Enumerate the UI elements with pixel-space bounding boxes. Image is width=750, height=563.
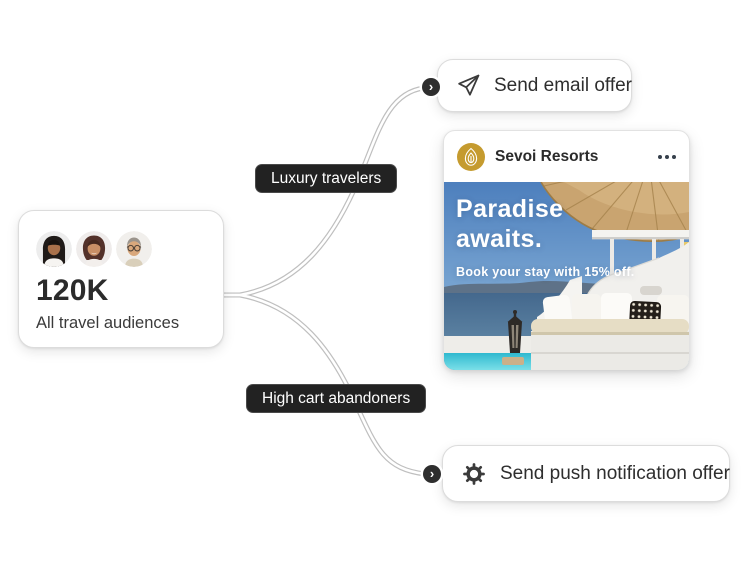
resort-photo: Paradise awaits. Book your stay with 15%… (444, 182, 689, 370)
avatar-woman-brown-hair (76, 231, 112, 267)
ad-card-header: Sevoi Resorts (444, 131, 689, 182)
chevron-right-icon: › (428, 79, 434, 94)
send-email-offer-node[interactable]: Send email offer (437, 59, 632, 112)
audience-label: All travel audiences (36, 314, 180, 332)
straw-umbrella (540, 182, 689, 243)
paper-plane-icon (456, 73, 481, 98)
audience-avatars (36, 231, 207, 267)
gear-icon (461, 461, 487, 487)
lantern (507, 310, 523, 353)
ad-copy: Paradise awaits. Book your stay with 15%… (456, 194, 635, 279)
sevoi-resorts-logo-icon (457, 142, 485, 171)
chevron-right-icon: › (429, 466, 435, 481)
ad-subhead: Book your stay with 15% off. (456, 265, 635, 279)
email-node-connector-chevron[interactable]: › (422, 78, 440, 96)
branch-badge-luxury-travelers[interactable]: Luxury travelers (255, 164, 398, 193)
daybed (531, 293, 689, 370)
wall-niche (640, 286, 662, 295)
sevoi-ad-preview-card: Sevoi Resorts (443, 130, 690, 370)
audience-count: 120K (36, 274, 109, 307)
avatar-woman-dark-hair (36, 231, 72, 267)
avatar-man-glasses (116, 231, 152, 267)
send-push-notification-label: Send push notification offer (500, 462, 730, 484)
audience-card[interactable]: 120K All travel audiences (18, 210, 224, 348)
push-node-connector-chevron[interactable]: › (423, 465, 441, 483)
cushion (531, 319, 689, 334)
ad-headline-line2: awaits. (456, 225, 543, 253)
send-push-notification-node[interactable]: Send push notification offer (442, 445, 730, 502)
ad-headline-line1: Paradise (456, 195, 564, 223)
send-email-offer-label: Send email offer (494, 74, 633, 96)
brand-name: Sevoi Resorts (495, 147, 599, 165)
more-options-icon[interactable] (658, 151, 676, 163)
branch-badge-high-cart-abandoners[interactable]: High cart abandoners (246, 384, 427, 413)
